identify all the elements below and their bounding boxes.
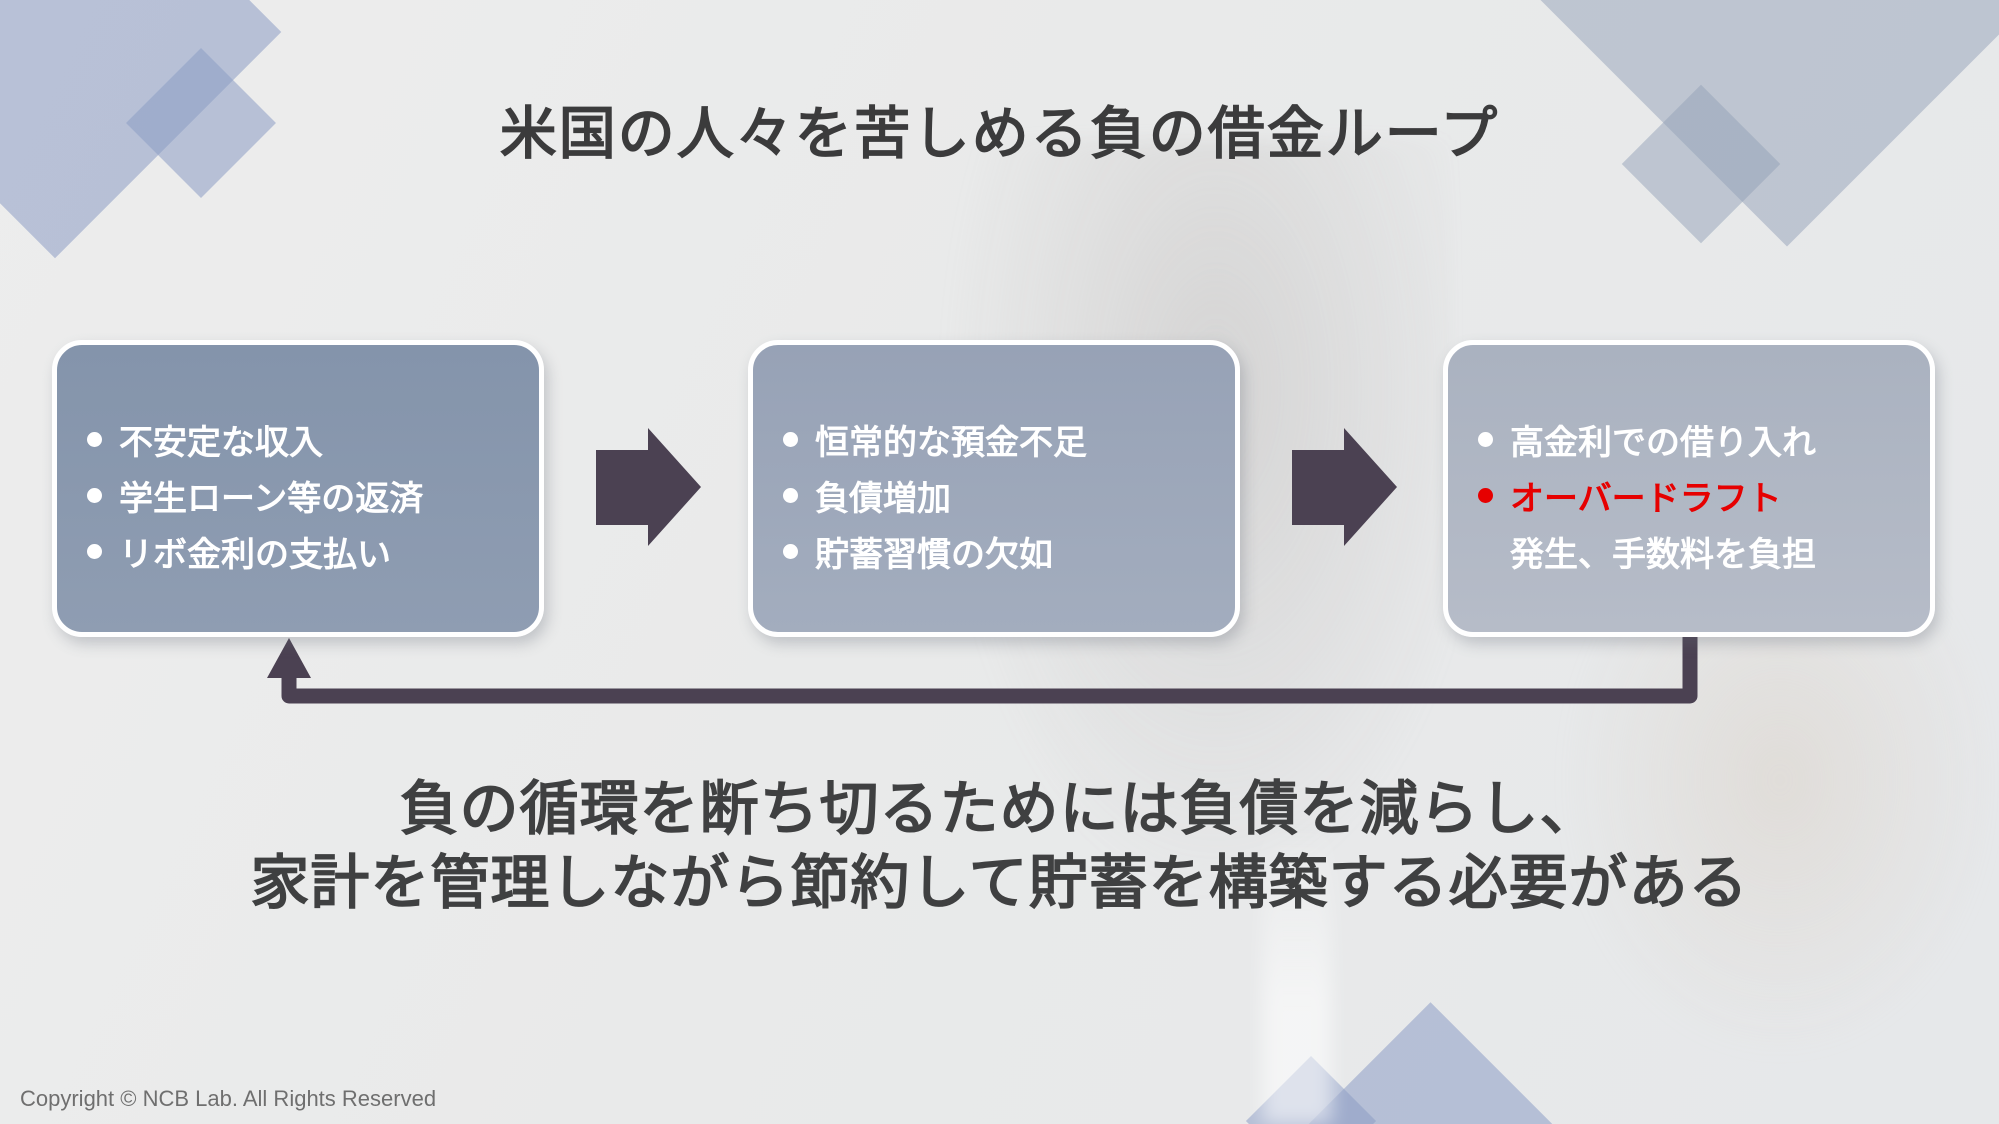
result-box-savings: 恒常的な預金不足 負債増加 貯蓄習慣の欠如 — [748, 340, 1240, 637]
cause-box-income: 不安定な収入 学生ローン等の返済 リボ金利の支払い — [52, 340, 544, 637]
list-item: 学生ローン等の返済 — [87, 468, 529, 524]
conclusion-line-2: 家計を管理しながら節約して貯蓄を構築する必要がある — [250, 850, 1749, 916]
list-item: 負債増加 — [783, 468, 1225, 524]
bullet-icon — [783, 432, 798, 447]
bullet-list: 不安定な収入 学生ローン等の返済 リボ金利の支払い — [87, 412, 529, 580]
list-item-highlighted: オーバードラフト — [1478, 468, 1920, 524]
list-item-text: 貯蓄習慣の欠如 — [815, 536, 1053, 574]
list-item: 高金利での借り入れ — [1478, 412, 1920, 468]
bullet-list: 高金利での借り入れ オーバードラフト 発生、手数料を負担 — [1478, 412, 1920, 580]
loop-arrow — [267, 637, 1698, 704]
list-item-text: 負債増加 — [815, 480, 951, 518]
bullet-icon — [87, 544, 102, 559]
bullet-icon — [87, 488, 102, 503]
list-item: 恒常的な預金不足 — [783, 412, 1225, 468]
worsening-box-borrowing: 高金利での借り入れ オーバードラフト 発生、手数料を負担 — [1443, 340, 1935, 637]
flow-arrow-icon — [596, 428, 701, 546]
bullet-list: 恒常的な預金不足 負債増加 貯蓄習慣の欠如 — [783, 412, 1225, 580]
list-item-text: 高金利での借り入れ — [1510, 424, 1816, 462]
list-item-text: 恒常的な預金不足 — [815, 424, 1087, 462]
copyright-notice: Copyright © NCB Lab. All Rights Reserved — [20, 1086, 437, 1111]
list-item-text: リボ金利の支払い — [119, 536, 391, 574]
bullet-icon — [1478, 432, 1493, 447]
list-item: 貯蓄習慣の欠如 — [783, 524, 1225, 580]
bullet-icon — [87, 432, 102, 447]
list-item-continuation: 発生、手数料を負担 — [1478, 524, 1920, 580]
bullet-icon — [783, 544, 798, 559]
list-item: リボ金利の支払い — [87, 524, 529, 580]
conclusion-line-1: 負の循環を断ち切るためには負債を減らし、 — [399, 776, 1600, 842]
bullet-icon — [783, 488, 798, 503]
slide-title: 米国の人々を苦しめる負の借金ループ — [499, 102, 1500, 166]
loop-arrowhead-icon — [267, 638, 311, 678]
list-item-text: 発生、手数料を負担 — [1510, 536, 1816, 574]
list-item-text: オーバードラフト — [1510, 480, 1782, 518]
conclusion-message: 負の循環を断ち切るためには負債を減らし、 家計を管理しながら節約して貯蓄を構築す… — [0, 772, 1999, 920]
flow-arrow-icon — [1292, 428, 1397, 546]
list-item-text: 不安定な収入 — [119, 424, 323, 462]
list-item-text: 学生ローン等の返済 — [119, 480, 424, 518]
bullet-icon-red — [1478, 488, 1493, 503]
list-item: 不安定な収入 — [87, 412, 529, 468]
